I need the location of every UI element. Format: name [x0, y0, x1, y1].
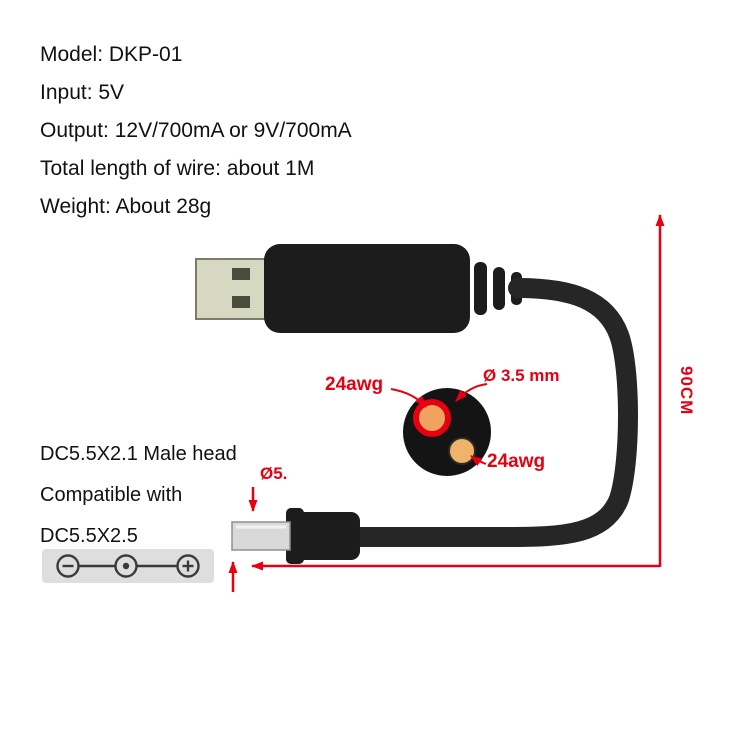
wire-core-red-insulated [413, 399, 451, 437]
dc-plug-body [296, 512, 360, 560]
spec-output: Output: 12V/700mA or 9V/700mA [40, 119, 352, 142]
cable [346, 278, 638, 547]
dc-plug-label: DC5.5X2.1 Male head Compatible with DC5.… [40, 444, 237, 547]
annotation-wire-gauge-bottom: 24awg [487, 451, 546, 472]
strain-relief-ridge [474, 262, 487, 315]
dimension-lines [228, 214, 665, 592]
spec-input: Input: 5V [40, 81, 125, 104]
leader-24awg-bottom [470, 455, 487, 467]
spec-list: Model: DKP-01 Input: 5V Output: 12V/700m… [40, 44, 352, 218]
dc-plug-label-line2: Compatible with [40, 484, 183, 506]
annotation-cable-diameter: Ø 3.5 mm [483, 366, 560, 385]
spec-length: Total length of wire: about 1M [40, 157, 315, 180]
polarity-center-dot [122, 562, 130, 570]
polarity-plus-circle [176, 554, 200, 578]
polarity-symbol-icon [42, 549, 214, 583]
usb-connector-icon [195, 244, 522, 333]
annotation-plug-diameter: Ø5. [260, 464, 288, 483]
cable-jacket-circle [403, 388, 491, 476]
strain-relief-ridge [493, 267, 505, 310]
spec-weight: Weight: About 28g [40, 195, 212, 218]
usb-plastic-body [264, 244, 470, 333]
dc-plug-icon [231, 508, 360, 564]
annotation-wire-gauge-top: 24awg [325, 374, 384, 395]
usb-metal-shield [195, 258, 267, 320]
annotation-cable-length: 90CM [677, 366, 696, 416]
dc-plug-label-line1: DC5.5X2.1 Male head [40, 443, 237, 465]
usb-contact-hole [232, 296, 250, 308]
leader-diameter [455, 383, 488, 402]
spec-model: Model: DKP-01 [40, 43, 183, 66]
usb-contact-hole [232, 268, 250, 280]
cable-cross-section [390, 383, 491, 476]
leader-24awg-top [390, 388, 427, 408]
dc-plug-label-line3: DC5.5X2.5 [40, 525, 138, 547]
wire-core-black-insulated [448, 437, 476, 465]
